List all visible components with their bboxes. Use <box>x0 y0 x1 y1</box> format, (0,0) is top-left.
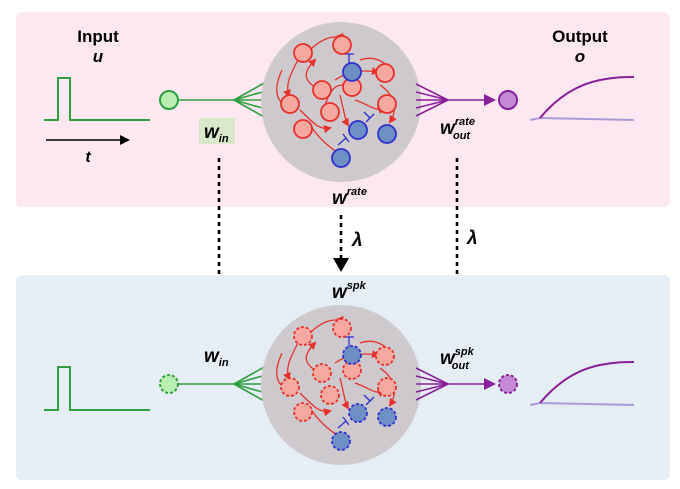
spiking-excitatory-neurons <box>280 318 397 422</box>
output-arrowhead-top <box>484 94 496 106</box>
lambda-center: λ <box>351 230 363 251</box>
w-in-label-bottom: win <box>204 346 229 369</box>
time-symbol: t <box>85 149 91 166</box>
spiking-reservoir-inhibitory-connections <box>337 336 375 429</box>
input-fan-top <box>178 81 267 119</box>
output-arrowhead-bottom <box>484 378 496 390</box>
w-in-label-top: win <box>204 122 229 145</box>
rate-inhibitory-neurons <box>331 62 397 168</box>
w-in-highlight <box>199 118 235 144</box>
output-node-top <box>498 90 518 110</box>
output-title: Output <box>552 27 608 46</box>
transfer-arrowhead-center <box>333 258 349 272</box>
input-pulse-top <box>44 77 150 121</box>
output-trace-top <box>539 76 635 119</box>
spiking-inhibitory-neurons <box>331 345 397 451</box>
lambda-right: λ <box>466 228 478 249</box>
input-symbol: u <box>93 47 104 66</box>
input-node-top <box>159 90 179 110</box>
input-fan-bottom <box>178 365 267 403</box>
input-title: Input <box>77 27 119 46</box>
output-node-bottom <box>498 374 518 394</box>
output-symbol: o <box>575 47 585 66</box>
output-fan-bottom <box>415 367 492 401</box>
w-rate-label: wrate <box>332 186 367 209</box>
input-node-bottom <box>159 374 179 394</box>
w-spk-label: wspk <box>332 280 367 303</box>
rate-excitatory-neurons <box>280 35 397 139</box>
output-trace-bottom <box>539 361 635 404</box>
input-pulse-bottom <box>44 366 150 411</box>
transfer-arrows <box>217 158 459 320</box>
